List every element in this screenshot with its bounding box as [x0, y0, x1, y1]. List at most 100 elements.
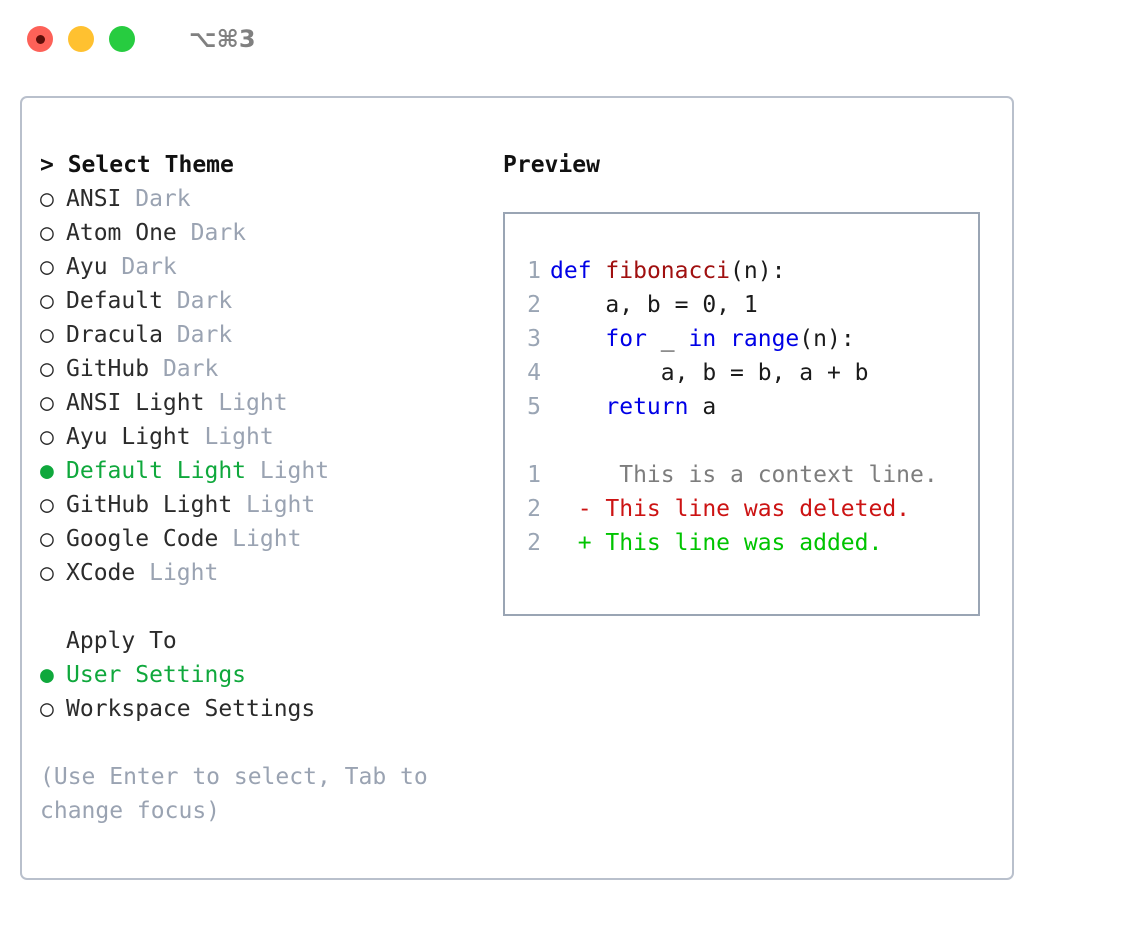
apply-to-option-workspace-settings[interactable]: ○ Workspace Settings — [40, 692, 480, 726]
theme-option-xcode[interactable]: ○ XCode Light — [40, 556, 480, 590]
theme-option-google-code[interactable]: ○Google Code Light — [40, 522, 480, 556]
theme-option-tag: Light — [218, 526, 302, 552]
radio-unselected-icon: ○ — [40, 254, 54, 280]
radio-selected-icon: ● — [40, 458, 54, 484]
theme-option-label: Default — [66, 288, 163, 314]
theme-option-ansi[interactable]: ○ ANSI Dark — [40, 182, 480, 216]
code-token: def — [550, 258, 592, 284]
theme-option-default[interactable]: ○Default Dark — [40, 284, 480, 318]
apply-to-option-user-settings[interactable]: ● User Settings — [40, 658, 480, 692]
diff-sign: + — [550, 530, 592, 556]
apply-to-list[interactable]: ● User Settings ○ Workspace Settings — [40, 658, 480, 726]
diff-line: 2 - This line was deleted. — [505, 492, 978, 526]
theme-option-label: Default Light — [66, 458, 247, 484]
theme-option-github-light[interactable]: ○ GitHub Light Light — [40, 488, 480, 522]
code-token — [716, 326, 730, 352]
theme-option-label: ANSI — [66, 186, 122, 212]
code-token: range — [730, 326, 800, 352]
apply-to-heading: Apply To — [40, 624, 480, 658]
select-theme-heading: > Select Theme — [40, 152, 234, 178]
code-line-number: 5 — [527, 394, 541, 420]
title-bar: ⌥⌘3 — [0, 0, 1140, 78]
radio-unselected-icon: ○ — [40, 220, 54, 246]
radio-unselected-icon: ○ — [40, 560, 54, 586]
minimize-button[interactable] — [68, 26, 94, 52]
code-token: return — [605, 394, 689, 420]
code-line-number: 2 — [527, 292, 541, 318]
theme-option-label: Dracula — [66, 322, 163, 348]
close-button[interactable] — [27, 26, 53, 52]
theme-option-tag: Light — [232, 492, 316, 518]
radio-unselected-icon: ○ — [40, 492, 54, 518]
radio-unselected-icon: ○ — [40, 288, 54, 314]
diff-line: 2 + This line was added. — [505, 526, 978, 560]
theme-option-label: Atom One — [66, 220, 177, 246]
diff-spacer — [505, 424, 978, 458]
code-line: 4 a, b = b, a + b — [505, 356, 978, 390]
theme-option-tag: Dark — [107, 254, 177, 280]
theme-option-label: XCode — [66, 560, 136, 586]
code-token — [550, 394, 605, 420]
theme-option-atom-one[interactable]: ○ Atom One Dark — [40, 216, 480, 250]
theme-option-ansi-light[interactable]: ○ANSI Light Light — [40, 386, 480, 420]
theme-option-default-light[interactable]: ● Default Light Light — [40, 454, 480, 488]
code-token — [550, 326, 605, 352]
theme-option-github[interactable]: ○ GitHub Dark — [40, 352, 480, 386]
code-token: a, b = 0, 1 — [550, 292, 758, 318]
theme-option-tag: Dark — [121, 186, 191, 212]
code-token: fibonacci — [605, 258, 731, 284]
code-token: for — [605, 326, 647, 352]
code-line-number: 1 — [527, 258, 541, 284]
theme-option-tag: Dark — [176, 220, 247, 246]
close-inner-dot — [35, 34, 45, 44]
apply-to-heading-marker — [40, 624, 66, 658]
diff-line-number: 1 — [527, 462, 541, 488]
diff-sign: - — [550, 496, 592, 522]
code-token: a — [688, 394, 717, 420]
theme-option-label: GitHub Light — [66, 492, 233, 518]
theme-option-label: Ayu — [66, 254, 108, 280]
theme-option-tag: Light — [135, 560, 219, 586]
radio-unselected-icon: ○ — [40, 696, 54, 722]
theme-option-tag: Light — [246, 458, 330, 484]
keyboard-shortcut-label: ⌥⌘3 — [189, 25, 256, 53]
diff-text: This line was deleted. — [591, 496, 911, 522]
theme-option-tag: Dark — [162, 322, 233, 348]
diff-text: This line was added. — [591, 530, 883, 556]
diff-sign — [550, 462, 592, 488]
theme-option-ayu-light[interactable]: ○Ayu Light Light — [40, 420, 480, 454]
radio-unselected-icon: ○ — [40, 186, 54, 212]
theme-option-label: Ayu Light — [66, 424, 191, 450]
apply-to-option-label: Workspace Settings — [66, 696, 316, 722]
radio-unselected-icon: ○ — [40, 390, 54, 416]
radio-unselected-icon: ○ — [40, 526, 54, 552]
theme-list[interactable]: ○ ANSI Dark ○ Atom One Dark ○ Ayu Dark ○ Defaul… — [40, 182, 480, 590]
code-token: in — [688, 326, 717, 352]
section-spacer — [40, 590, 480, 624]
radio-unselected-icon: ○ — [40, 356, 54, 382]
code-token: (n): — [799, 326, 855, 352]
radio-unselected-icon: ○ — [40, 322, 54, 348]
apply-to-heading-label: Apply To — [66, 628, 177, 654]
theme-option-dracula[interactable]: ○ Dracula Dark — [40, 318, 480, 352]
theme-option-label: GitHub — [66, 356, 150, 382]
theme-option-ayu[interactable]: ○ Ayu Dark — [40, 250, 480, 284]
code-token: a, b = b, a + b — [550, 360, 869, 386]
preview-heading: Preview — [503, 152, 600, 178]
code-line: 5 return a — [505, 390, 978, 424]
apply-to-option-label: User Settings — [66, 662, 247, 688]
theme-option-tag: Dark — [149, 356, 219, 382]
diff-line-number: 2 — [527, 530, 541, 556]
code-line: 2 a, b = 0, 1 — [505, 288, 978, 322]
theme-selector-panel: > Select Theme ○ANSI Dark○Atom One Dark○… — [20, 96, 1014, 880]
theme-list-column: > Select Theme ○ANSI Dark○Atom One Dark○… — [40, 148, 480, 828]
theme-option-label: ANSI Light — [66, 390, 205, 416]
radio-selected-icon: ● — [40, 662, 54, 688]
maximize-button[interactable] — [109, 26, 135, 52]
diff-line-number: 2 — [527, 496, 541, 522]
code-line: 3 for _ in range(n): — [505, 322, 978, 356]
code-token: _ — [646, 326, 689, 352]
